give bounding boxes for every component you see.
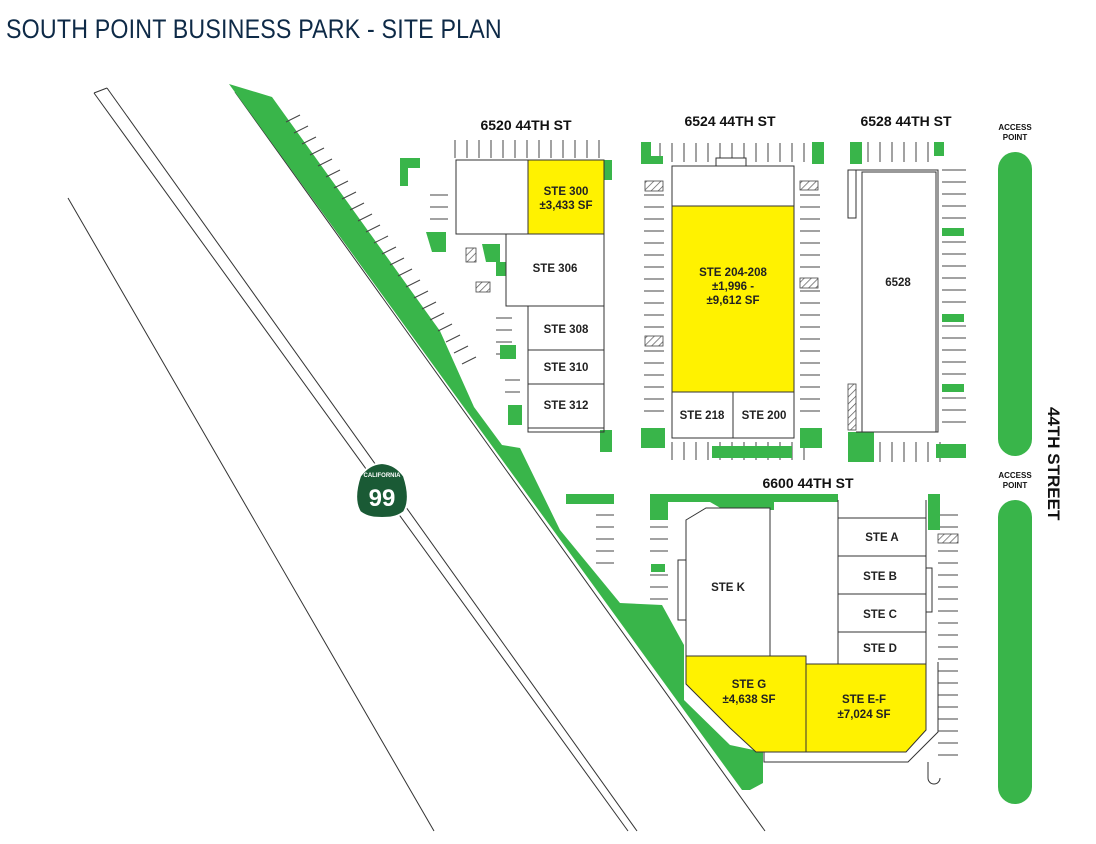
building-6528-label: 6528 [885, 277, 911, 289]
suite-310-label: STE 310 [544, 362, 589, 374]
access-point-north-label-2: POINT [1003, 133, 1028, 142]
suite-200-label: STE 200 [742, 410, 787, 422]
suite-b-label: STE B [863, 571, 897, 583]
parking-6600 [596, 514, 958, 756]
suite-204-208[interactable] [671, 205, 795, 393]
parking-6528 [867, 142, 966, 462]
median-south [998, 500, 1032, 804]
suite-a[interactable] [837, 517, 927, 557]
suite-d-label: STE D [863, 643, 897, 655]
suite-300-label: STE 300 [544, 186, 589, 198]
suite-218[interactable] [671, 391, 734, 439]
suite-310[interactable] [527, 349, 605, 385]
street-44th: ACCESS POINT ACCESS POINT 44TH STREET [998, 123, 1063, 804]
suite-204-208-size-1: ±1,996 - [712, 281, 754, 293]
suite-c[interactable] [837, 593, 927, 633]
building-6524: 6524 44TH ST STE 204-208 ±1,996 - ±9,612… [641, 113, 824, 460]
suite-200[interactable] [732, 391, 795, 439]
suite-204-208-size-2: ±9,612 SF [707, 295, 760, 307]
suite-308-label: STE 308 [544, 324, 589, 336]
suite-306[interactable] [505, 233, 605, 307]
building-6600: 6600 44TH ST STE K STE A STE B STE C STE… [566, 475, 959, 785]
suite-300[interactable] [527, 159, 605, 235]
suite-g-size: ±4,638 SF [723, 694, 776, 706]
address-6524: 6524 44TH ST [684, 113, 775, 129]
suite-c-label: STE C [863, 609, 897, 621]
landscape-strip [229, 84, 763, 790]
street-name-label: 44TH STREET [1044, 407, 1063, 521]
shield-route-number: 99 [369, 485, 396, 512]
access-point-north-label-1: ACCESS [998, 123, 1032, 132]
suite-312[interactable] [527, 383, 605, 429]
median-north [998, 152, 1032, 456]
building-6520: 6520 44TH ST STE 300 ±3,433 SF STE 306 S… [400, 117, 612, 452]
building-6528: 6528 44TH ST 6528 [847, 113, 966, 462]
shield-state-text: CALIFORNIA [364, 473, 402, 479]
address-6528: 6528 44TH ST [860, 113, 951, 129]
access-point-south-label-1: ACCESS [998, 471, 1032, 480]
highway-99-road [67, 87, 766, 832]
access-point-south-label-2: POINT [1003, 481, 1028, 490]
parking-6520 [430, 140, 600, 393]
building-6528-footprint[interactable] [861, 171, 937, 433]
page-title: SOUTH POINT BUSINESS PARK - SITE PLAN [6, 14, 502, 44]
suite-e-f-size: ±7,024 SF [838, 709, 891, 721]
highway-shield-icon: CALIFORNIA 99 [355, 461, 409, 519]
suite-306-label: STE 306 [533, 263, 578, 275]
suite-300-size: ±3,433 SF [540, 200, 593, 212]
address-6520: 6520 44TH ST [480, 117, 571, 133]
suite-204-208-label: STE 204-208 [699, 267, 767, 279]
suite-e-f[interactable] [805, 663, 927, 753]
suite-g[interactable] [685, 655, 807, 753]
suite-g-label: STE G [732, 679, 767, 691]
suite-k-label: STE K [711, 582, 746, 594]
landscape-6600 [566, 494, 940, 572]
suite-a-label: STE A [865, 532, 898, 544]
parking-stalls-west [285, 114, 477, 365]
suite-218-label: STE 218 [680, 410, 725, 422]
suite-e-f-label: STE E-F [842, 694, 886, 706]
suite-308[interactable] [527, 305, 605, 351]
suite-k[interactable] [685, 507, 771, 657]
address-6600: 6600 44TH ST [762, 475, 853, 491]
suite-312-label: STE 312 [544, 400, 589, 412]
